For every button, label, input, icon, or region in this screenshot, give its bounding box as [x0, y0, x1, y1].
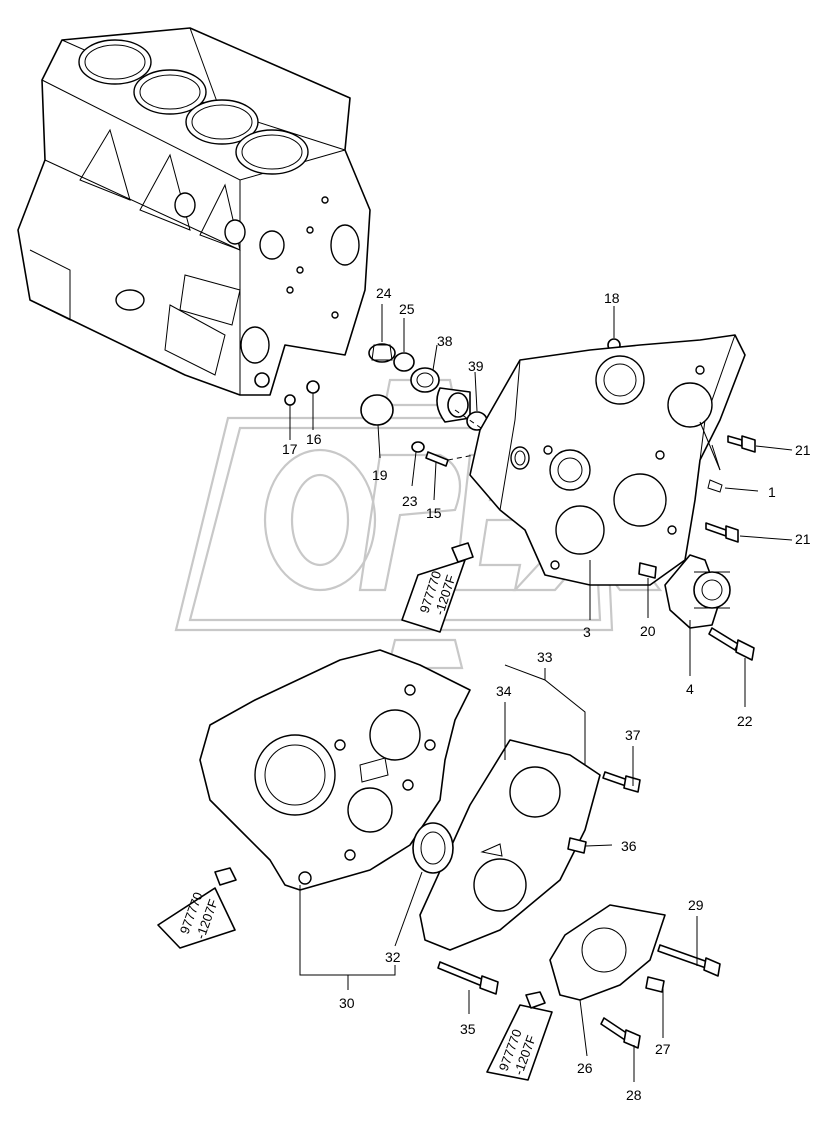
callout-17: 17 — [282, 441, 298, 457]
bolt-21-lower — [705, 522, 739, 543]
sealant-tube-1: 977770 -1207F — [401, 542, 474, 633]
o-ring-25 — [393, 352, 415, 372]
gear-cover — [199, 649, 471, 891]
callout-37: 37 — [625, 727, 641, 743]
stud-15 — [425, 451, 449, 467]
oil-pump — [664, 554, 731, 629]
callout-numbers: 24 25 18 38 39 17 16 19 23 15 21 1 21 3 … — [282, 285, 811, 1103]
o-ring-17 — [284, 394, 296, 406]
callout-32: 32 — [385, 949, 401, 965]
oil-seal-32 — [412, 822, 454, 874]
o-ring-19 — [360, 394, 394, 426]
callout-16: 16 — [306, 431, 322, 447]
callout-22: 22 — [737, 713, 753, 729]
gear-case — [469, 334, 746, 586]
callout-26: 26 — [577, 1060, 593, 1076]
idler-shaft — [436, 387, 471, 423]
callout-18: 18 — [604, 290, 620, 306]
callout-19: 19 — [372, 467, 388, 483]
sealant-tube-3: 977770 -1207F — [486, 991, 553, 1081]
cylinder-block — [17, 27, 371, 396]
callout-38: 38 — [437, 333, 453, 349]
seal-ring — [254, 372, 270, 388]
callout-24: 24 — [376, 285, 392, 301]
bolt-21-upper — [727, 435, 756, 453]
pump-cover-26 — [549, 904, 666, 1001]
callout-21-lower: 21 — [795, 531, 811, 547]
bolt-35 — [437, 961, 499, 995]
callout-39: 39 — [468, 358, 484, 374]
nut-23 — [411, 441, 425, 453]
bearing-38 — [410, 367, 440, 393]
callout-36: 36 — [621, 838, 637, 854]
gasket-34 — [419, 739, 601, 951]
callout-35: 35 — [460, 1021, 476, 1037]
bolt-37 — [602, 771, 641, 793]
callout-33: 33 — [537, 649, 553, 665]
callout-27: 27 — [655, 1041, 671, 1057]
callout-4: 4 — [686, 681, 694, 697]
callout-20: 20 — [640, 623, 656, 639]
plug-24 — [368, 343, 396, 363]
callout-3: 3 — [583, 624, 591, 640]
callout-25: 25 — [399, 301, 415, 317]
bolt-27 — [645, 976, 665, 993]
bolt-29 — [657, 944, 721, 977]
bolt-28 — [600, 1017, 641, 1049]
leader-lines — [289, 304, 793, 1082]
callout-30: 30 — [339, 995, 355, 1011]
callout-21-upper: 21 — [795, 442, 811, 458]
callout-29: 29 — [688, 897, 704, 913]
bolt-36 — [567, 837, 587, 854]
callout-1: 1 — [768, 484, 776, 500]
callout-34: 34 — [496, 683, 512, 699]
bolt-22 — [708, 627, 755, 661]
bolt-20 — [638, 562, 657, 579]
callout-28: 28 — [626, 1087, 642, 1103]
callout-23: 23 — [402, 493, 418, 509]
callout-15: 15 — [426, 505, 442, 521]
sealant-tube-2: 977770 -1207F — [157, 867, 237, 949]
o-ring-16 — [306, 380, 320, 394]
